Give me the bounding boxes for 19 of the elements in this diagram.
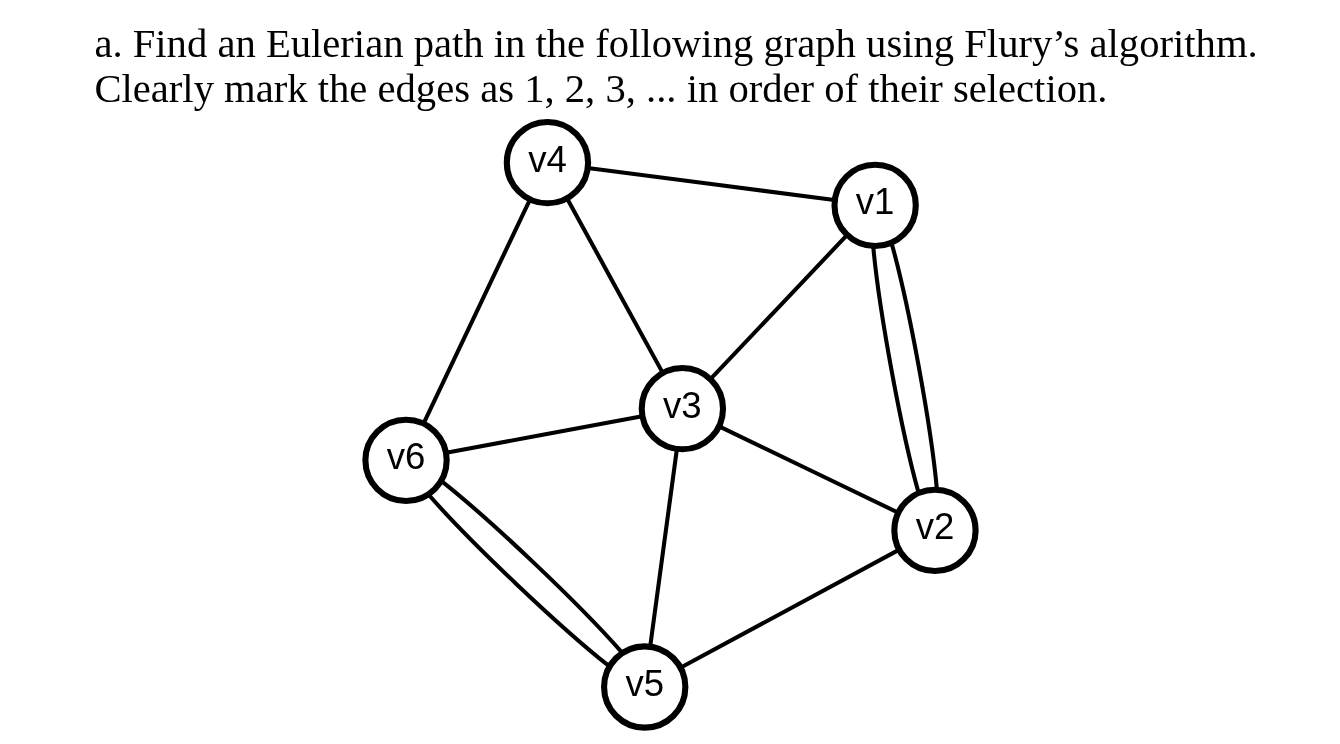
connector [439, 479, 623, 654]
node-circle: v1 [830, 161, 919, 250]
connector [889, 242, 939, 490]
connector [708, 234, 848, 380]
connector [564, 197, 664, 374]
connector [717, 424, 899, 515]
connector [445, 414, 643, 455]
connector [679, 548, 900, 670]
connector [587, 165, 835, 203]
node-circle: v2 [890, 486, 979, 575]
diagram-title: a. Find an Eulerian path in the following graph using Flury’s algorithm. Clearly mark the edges as 1, 2, 3, ... in order of their selection. [93, 21, 1258, 111]
node-circle: v6 [361, 416, 450, 505]
connector [870, 246, 921, 494]
connector [426, 493, 611, 668]
node-circle: v4 [503, 119, 591, 207]
node-circle: v5 [600, 643, 688, 731]
connector [421, 198, 532, 424]
connector [647, 448, 679, 647]
node-circle: v3 [638, 364, 726, 453]
